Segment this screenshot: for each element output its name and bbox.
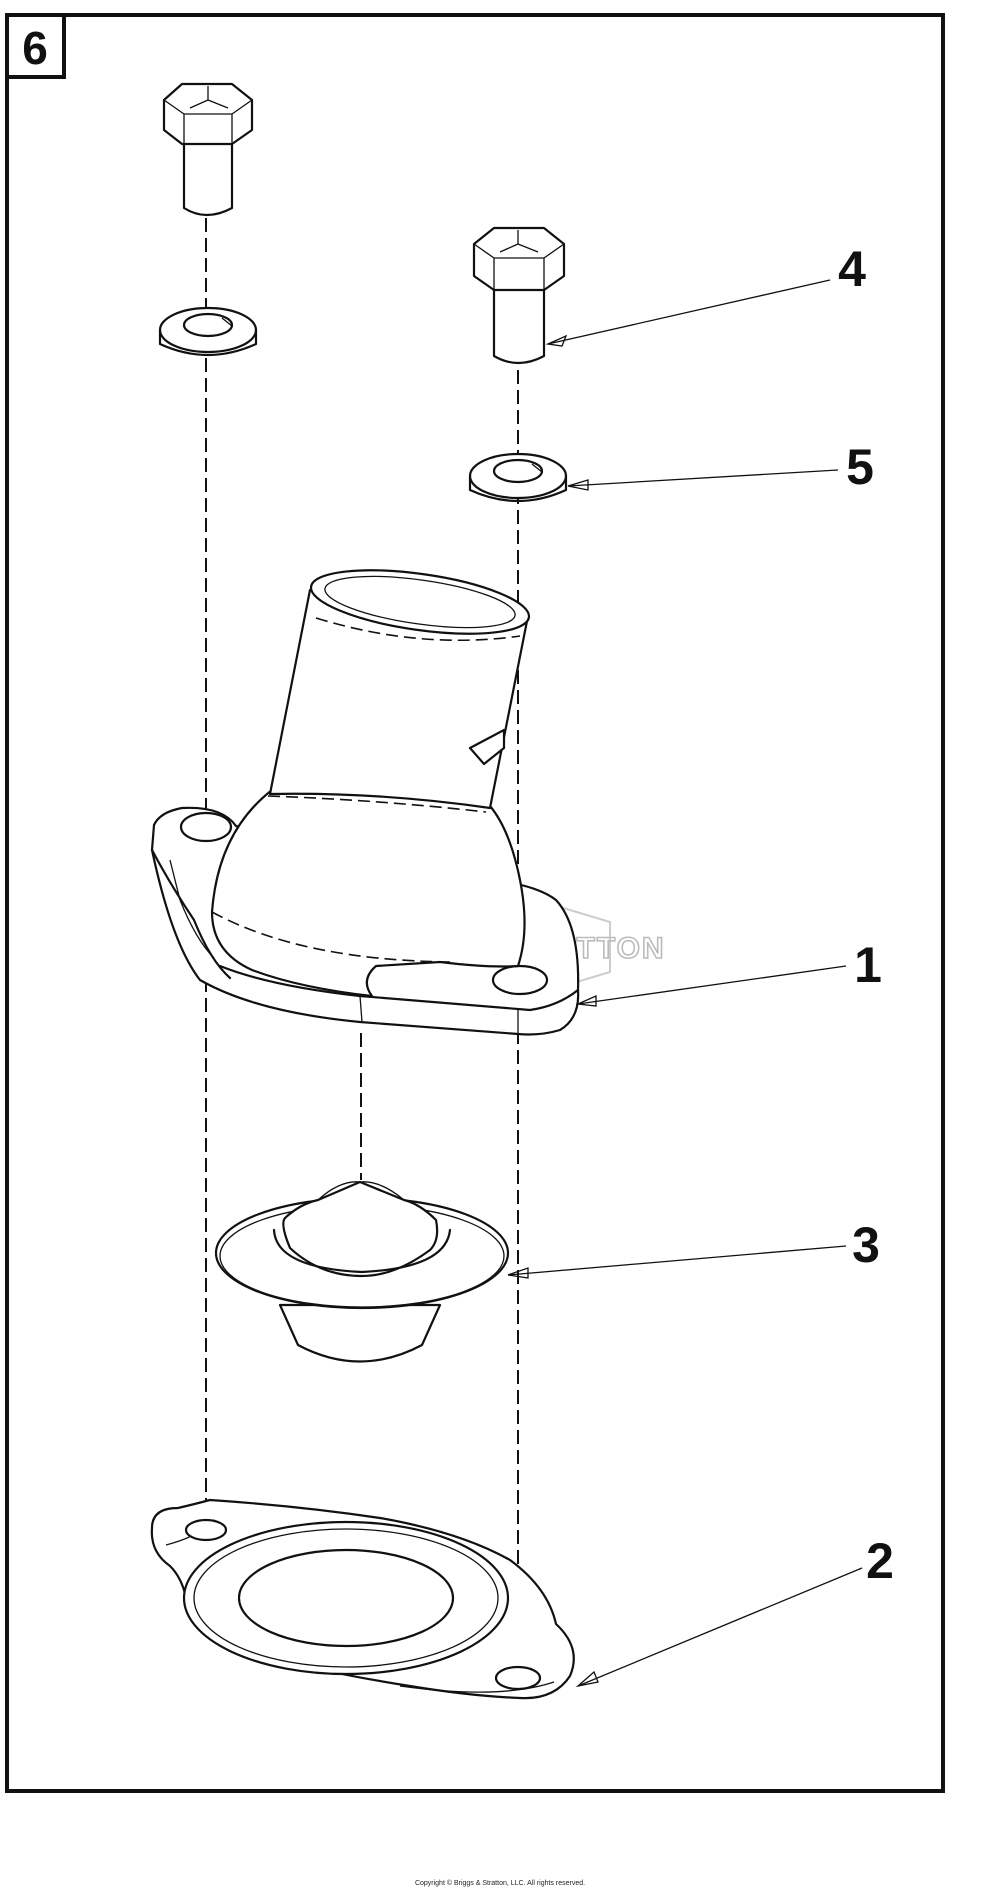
bolt-right (472, 226, 566, 365)
part-1-thermostat-housing (150, 569, 580, 1036)
callout-3: 3 (852, 1217, 880, 1273)
callout-4: 4 (838, 241, 866, 297)
part-3-thermostat (214, 1180, 510, 1363)
callout-5: 5 (846, 439, 874, 495)
bolt-left (162, 82, 254, 217)
callout-2: 2 (866, 1533, 894, 1589)
part-2-gasket (150, 1498, 575, 1700)
figure-number: 6 (22, 22, 48, 74)
diagram-frame (5, 13, 945, 1793)
assembly-axes (205, 218, 519, 1680)
callout-1: 1 (854, 937, 882, 993)
lock-washer-right (468, 452, 568, 503)
lock-washer-left (158, 306, 258, 357)
figure-number-box (5, 13, 66, 79)
leader-lines (507, 279, 863, 1688)
copyright-notice: Copyright © Briggs & Stratton, LLC. All … (414, 1880, 586, 1887)
